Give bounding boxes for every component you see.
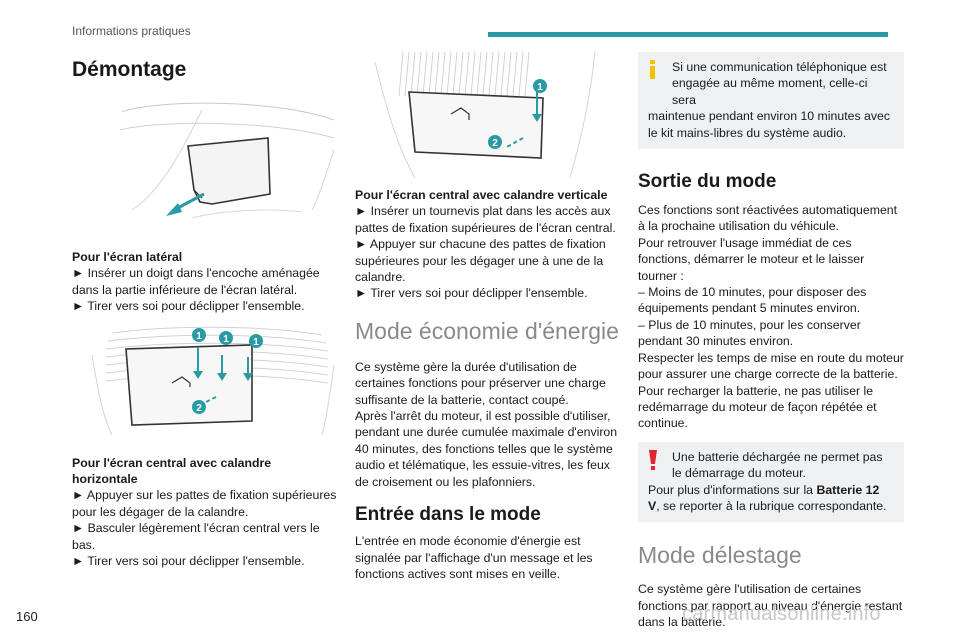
column-left: Démontage Pour l'écran latéral ► Insérer… [72, 52, 340, 569]
horizontal-step: ► Appuyer sur les pattes de fixation sup… [72, 488, 337, 519]
info-text-rest: maintenue pendant environ 10 minutes ave… [648, 109, 890, 140]
warning-text-rest: Pour plus d'informations sur la Batterie… [648, 482, 887, 513]
load-shedding-text: Ce système gère l'utilisation de certain… [638, 582, 903, 630]
lateral-step: ► Insérer un doigt dans l'encoche aménag… [72, 266, 320, 297]
info-icon [648, 59, 658, 83]
info-box: Si une communication téléphonique est en… [638, 52, 904, 150]
section-title-load-shedding: Mode délestage [638, 542, 802, 569]
page-number: 160 [16, 609, 38, 624]
horizontal-step: ► Tirer vers soi pour déclipper l'ensemb… [72, 554, 305, 569]
header-section-label: Informations pratiques [72, 24, 191, 38]
lateral-title: Pour l'écran latéral [72, 250, 183, 264]
horizontal-step: ► Basculer légèrement l'écran central ve… [72, 521, 320, 552]
warning-text-first: Une batterie déchargée ne permet pas le … [672, 449, 883, 481]
exit-text: Ces fonctions sont réactivées automatiqu… [638, 203, 904, 431]
illustration-lateral-screen [72, 90, 340, 230]
warning-icon [648, 449, 658, 475]
marker-one: 1 [537, 82, 543, 93]
horizontal-title: Pour l'écran central avec calandre horiz… [72, 455, 272, 487]
marker-one: 1 [223, 334, 229, 345]
section-title-demontage: Démontage [72, 58, 187, 81]
column-right: Si une communication téléphonique est en… [638, 52, 904, 631]
illustration-vertical-grille: 1 2 [355, 51, 620, 180]
vertical-step: ► Insérer un tournevis plat dans les acc… [355, 204, 616, 235]
vertical-title: Pour l'écran central avec calandre verti… [355, 188, 608, 202]
section-title-entry: Entrée dans le mode [355, 504, 541, 526]
illustration-horizontal-grille: 1 1 1 2 [72, 325, 340, 435]
vertical-step: ► Tirer vers soi pour déclipper l'ensemb… [355, 286, 588, 301]
marker-two: 2 [492, 138, 498, 149]
warning-box: Une batterie déchargée ne permet pas le … [638, 441, 904, 523]
header-accent-bar [488, 32, 888, 37]
info-text-first: Si une communication téléphonique est en… [672, 60, 887, 107]
marker-one: 1 [196, 331, 202, 342]
eco-mode-text: Ce système gère la durée d'utilisation d… [355, 359, 618, 489]
watermark: carmanualsonline.info [682, 603, 881, 625]
section-title-exit: Sortie du mode [638, 171, 777, 193]
entry-text: L'entrée en mode économie d'énergie est … [355, 534, 593, 581]
marker-one: 1 [253, 337, 259, 348]
column-middle: 1 2 Pour l'écran central avec calandre v… [355, 51, 620, 582]
marker-two: 2 [196, 403, 202, 414]
section-title-eco-mode: Mode économie d'énergie [355, 317, 619, 344]
battery-reference: Batterie 12 V [648, 482, 880, 513]
lateral-step: ► Tirer vers soi pour déclipper l'ensemb… [72, 299, 305, 314]
vertical-step: ► Appuyer sur chacune des pattes de fixa… [355, 237, 606, 285]
